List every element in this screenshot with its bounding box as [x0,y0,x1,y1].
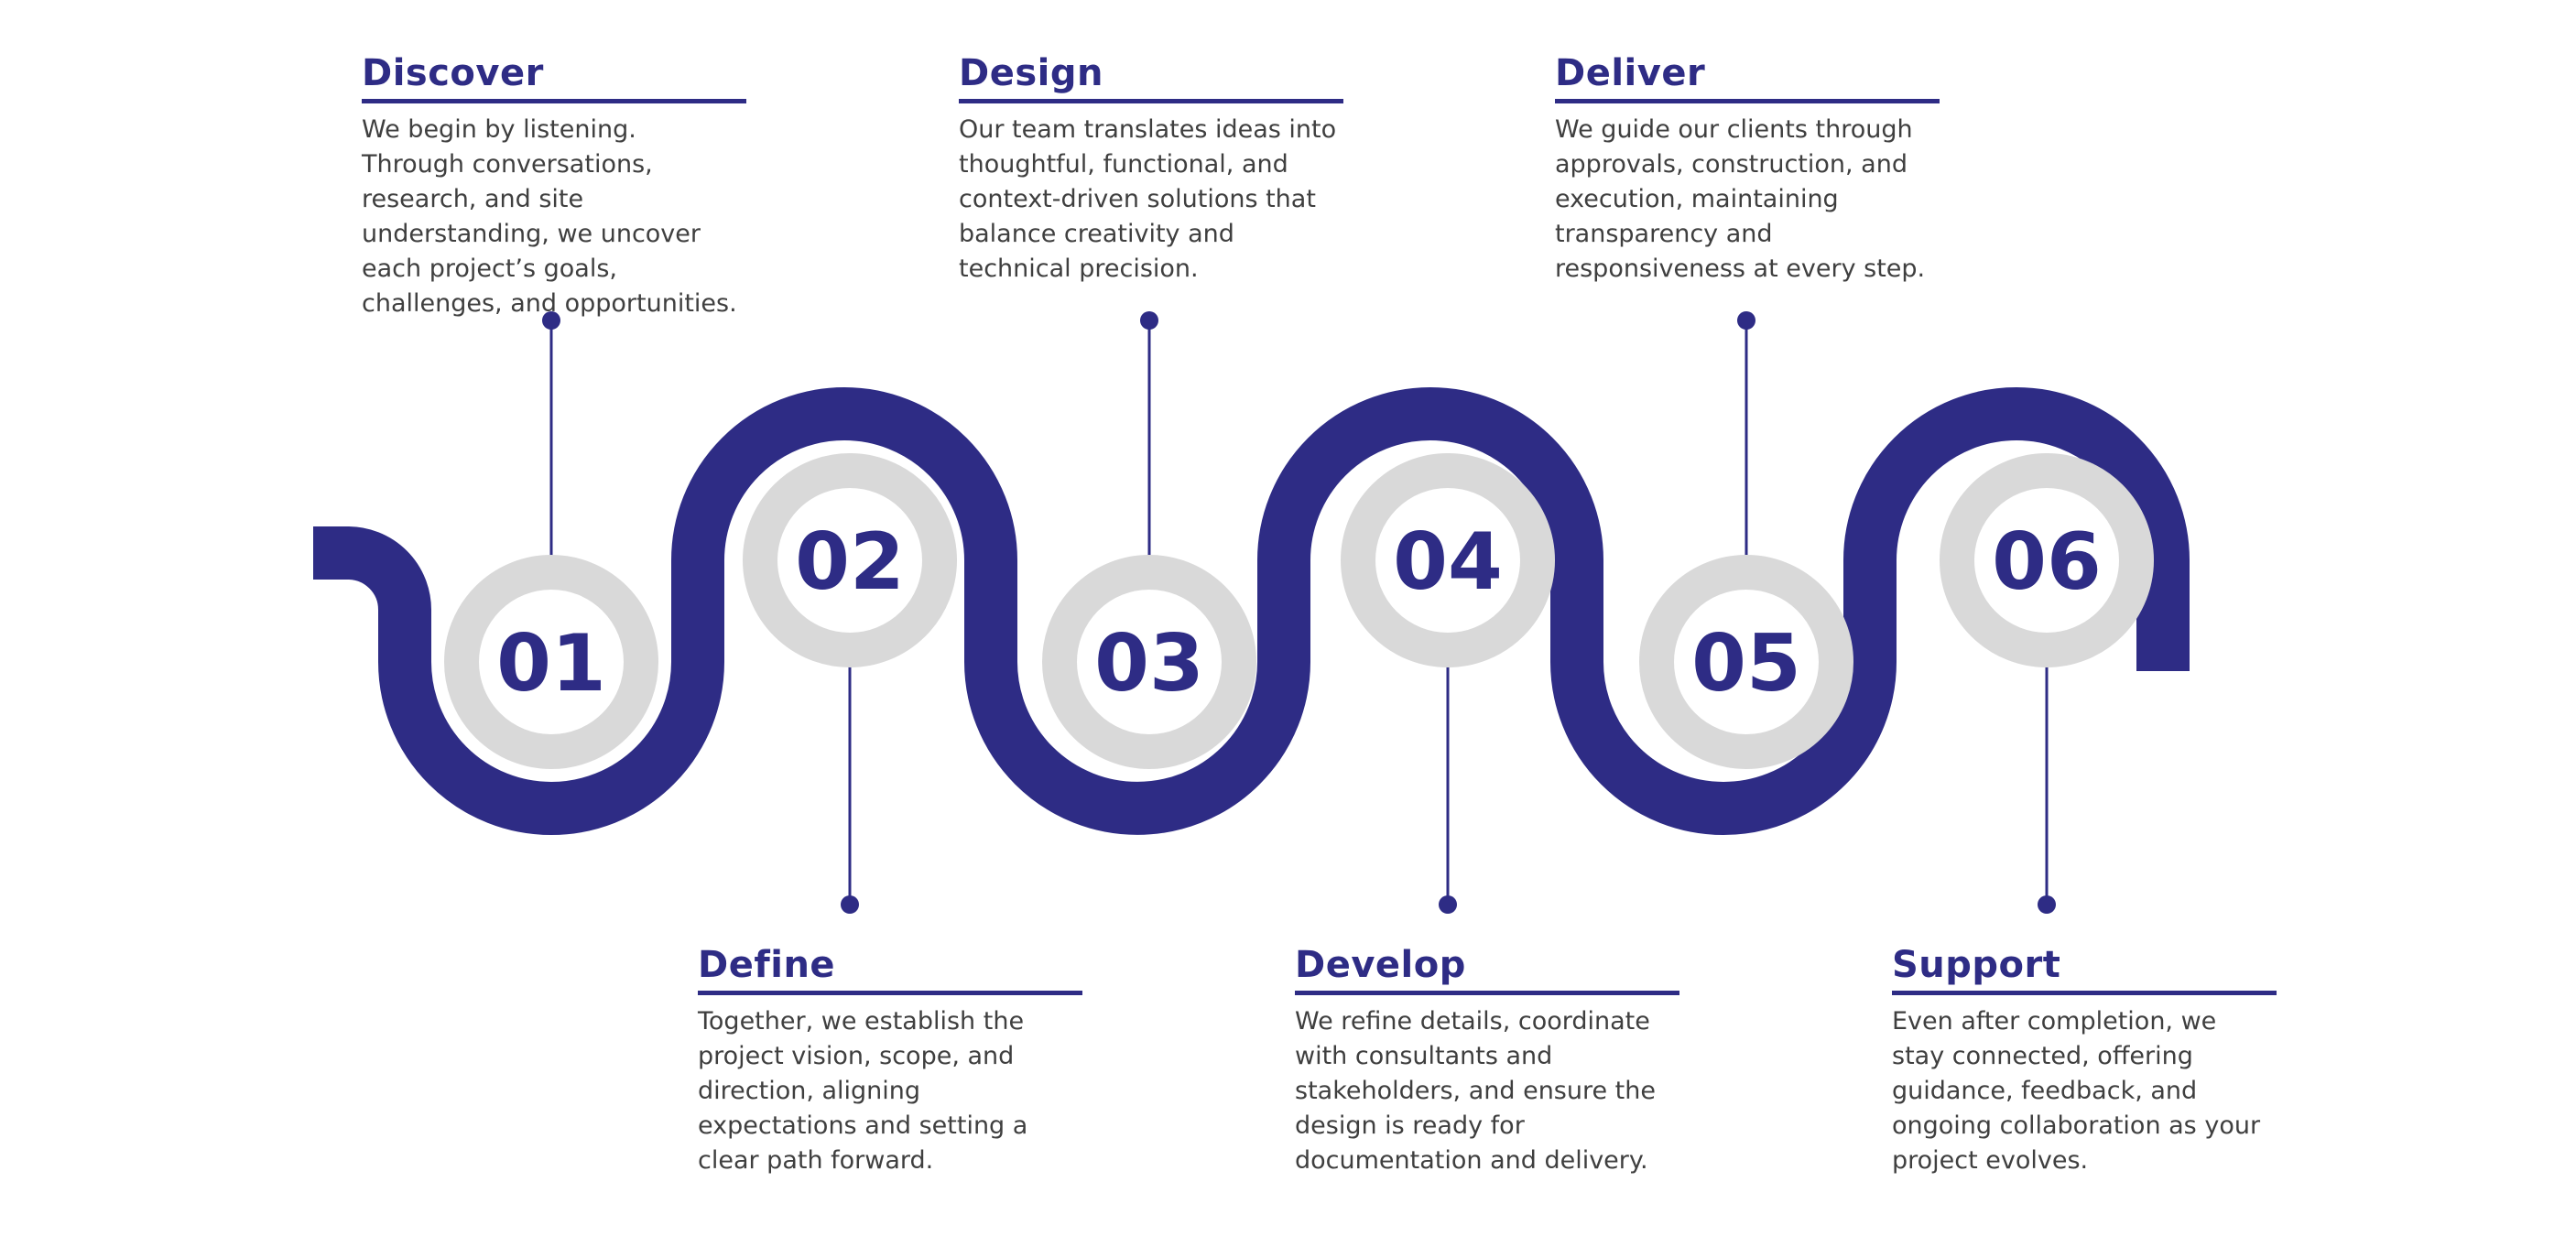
title-underline [698,991,1082,995]
step-number: 02 [795,516,905,608]
step-number: 01 [496,618,606,710]
step-number: 03 [1094,618,1204,710]
title-underline [1892,991,2277,995]
step-number: 04 [1393,516,1503,608]
step-support: Support Even after completion, we stay c… [1892,943,2277,1178]
step-title: Develop [1295,944,1466,986]
step-title: Deliver [1555,52,1706,94]
title-underline [362,99,746,103]
title-underline [1295,991,1679,995]
step-description: We refine details, coordinate with consu… [1295,1007,1656,1175]
connector-dot [1140,311,1158,330]
step-ring-03: 03 [1042,555,1256,769]
title-underline [959,99,1343,103]
connector-dot [1439,895,1457,914]
step-ring-05: 05 [1639,555,1853,769]
connector-01 [542,311,560,556]
step-description: We begin by listening. Through conversat… [362,115,737,318]
step-ring-02: 02 [743,453,957,667]
connector-06 [2038,667,2056,914]
connector-04 [1439,667,1457,914]
step-discover: Discover We begin by listening. Through … [362,51,746,321]
step-design: Design Our team translates ideas into th… [959,51,1343,287]
step-title: Support [1892,944,2061,986]
connector-dot [841,895,859,914]
step-ring-01: 01 [444,555,658,769]
connector-dot [2038,895,2056,914]
step-number: 05 [1691,618,1801,710]
step-description: Our team translates ideas into thoughtfu… [959,115,1337,283]
step-title: Design [959,52,1103,94]
step-number: 06 [1992,516,2102,608]
step-ring-06: 06 [1940,453,2154,667]
connector-02 [841,667,859,914]
step-deliver: Deliver We guide our clients through app… [1555,51,1940,287]
step-description: We guide our clients through approvals, … [1555,115,1926,283]
connector-03 [1140,311,1158,556]
wave-ribbon [313,387,2190,835]
title-underline [1555,99,1940,103]
step-develop: Develop We refine details, coordinate wi… [1295,943,1679,1178]
step-description: Together, we establish the project visio… [698,1007,1028,1175]
step-title: Define [698,944,836,986]
connector-05 [1737,311,1755,556]
connector-dot [542,311,560,330]
step-title: Discover [362,52,544,94]
step-ring-04: 04 [1341,453,1555,667]
connector-dot [1737,311,1755,330]
step-description: Even after completion, we stay connected… [1892,1007,2261,1175]
step-define: Define Together, we establish the projec… [698,943,1082,1178]
